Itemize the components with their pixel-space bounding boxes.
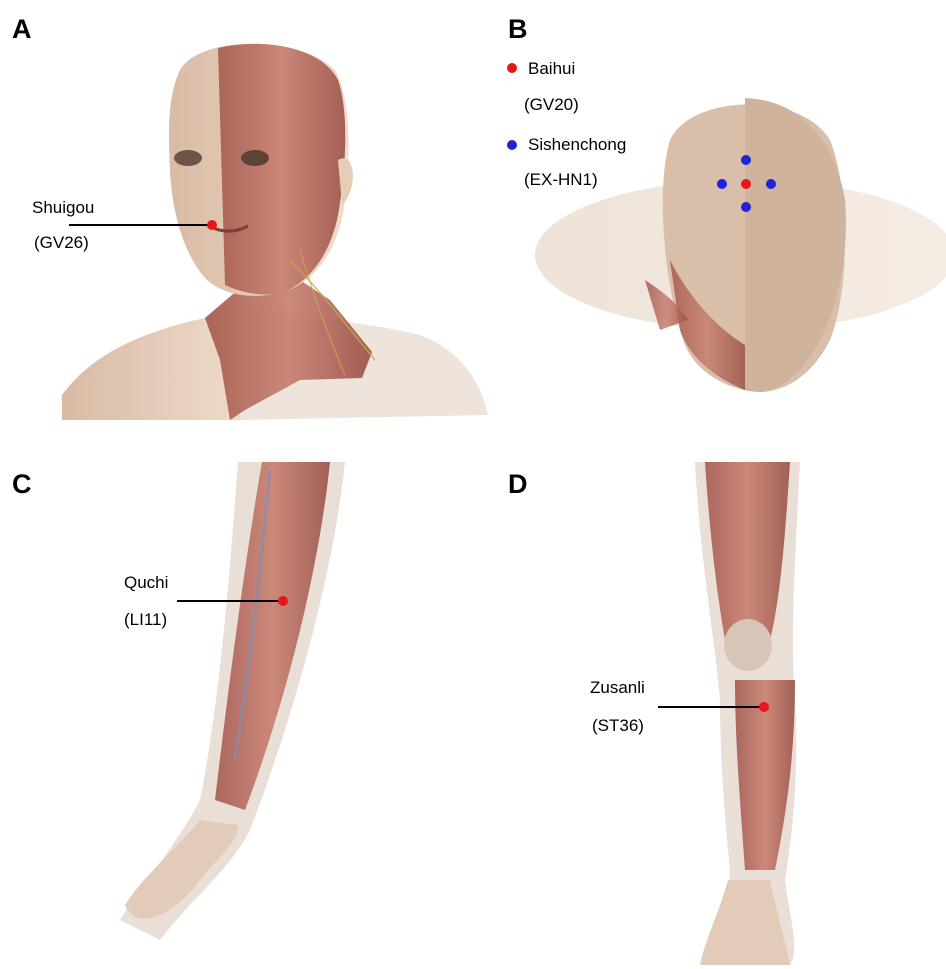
quchi-label: Quchi bbox=[124, 573, 168, 593]
shuigou-acupoint bbox=[207, 220, 217, 230]
sishenchong-acupoint-right bbox=[766, 179, 776, 189]
baihui-acupoint bbox=[741, 179, 751, 189]
sishenchong-acupoint-left bbox=[717, 179, 727, 189]
panel-letter-d: D bbox=[508, 469, 528, 500]
sishenchong-label: Sishenchong bbox=[528, 135, 626, 155]
zusanli-label: Zusanli bbox=[590, 678, 645, 698]
quchi-acupoint bbox=[278, 596, 288, 606]
panel-letter-a: A bbox=[12, 14, 32, 45]
quchi-code: (LI11) bbox=[124, 610, 167, 630]
baihui-label: Baihui bbox=[528, 59, 575, 79]
zusanli-code: (ST36) bbox=[592, 716, 644, 736]
shuigou-label: Shuigou bbox=[32, 198, 94, 218]
sishenchong-code: (EX-HN1) bbox=[524, 170, 598, 190]
sishenchong-acupoint-back bbox=[741, 202, 751, 212]
sishenchong-legend-dot bbox=[507, 140, 517, 150]
panel-letter-b: B bbox=[508, 14, 528, 45]
panel-d-leg-illustration bbox=[695, 462, 800, 965]
panel-c-arm-illustration bbox=[120, 462, 345, 940]
shuigou-code: (GV26) bbox=[34, 233, 89, 253]
baihui-legend-dot bbox=[507, 63, 517, 73]
panel-a-head-illustration bbox=[62, 44, 488, 420]
panel-letter-c: C bbox=[12, 469, 32, 500]
sishenchong-acupoint-front bbox=[741, 155, 751, 165]
zusanli-acupoint bbox=[759, 702, 769, 712]
baihui-code: (GV20) bbox=[524, 95, 579, 115]
